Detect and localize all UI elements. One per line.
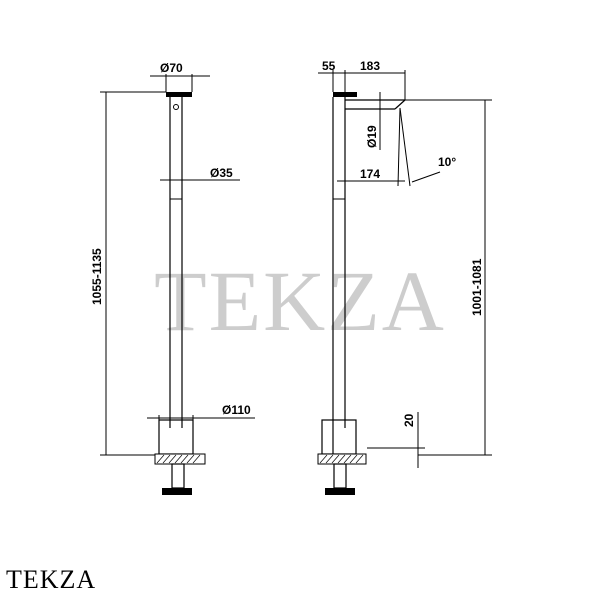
right-spout-projection-label: 174 — [360, 167, 380, 181]
right-view: 55 183 Ø19 174 10° 1001-1081 20 — [317, 59, 492, 495]
left-diameter-column-label: Ø35 — [210, 166, 233, 180]
left-diameter-top-label: Ø70 — [160, 61, 183, 75]
left-diameter-base-label: Ø110 — [222, 403, 251, 417]
left-top-cap — [166, 92, 192, 97]
watermark-text: TEKZA — [154, 253, 446, 349]
left-view: Ø70 Ø35 Ø110 1055-1135 — [90, 61, 255, 495]
brand-logo-text: TEKZA — [6, 565, 97, 594]
right-angle-label: 10° — [438, 155, 456, 169]
right-spout-length-label: 183 — [360, 59, 380, 73]
right-height-label: 1001-1081 — [470, 258, 484, 316]
right-diameter-spout-label: Ø19 — [365, 125, 379, 148]
left-height-label: 1055-1135 — [90, 248, 104, 305]
left-floor-plate — [154, 453, 206, 465]
right-base-height-label: 20 — [402, 413, 416, 427]
right-offset-label: 55 — [322, 59, 336, 73]
